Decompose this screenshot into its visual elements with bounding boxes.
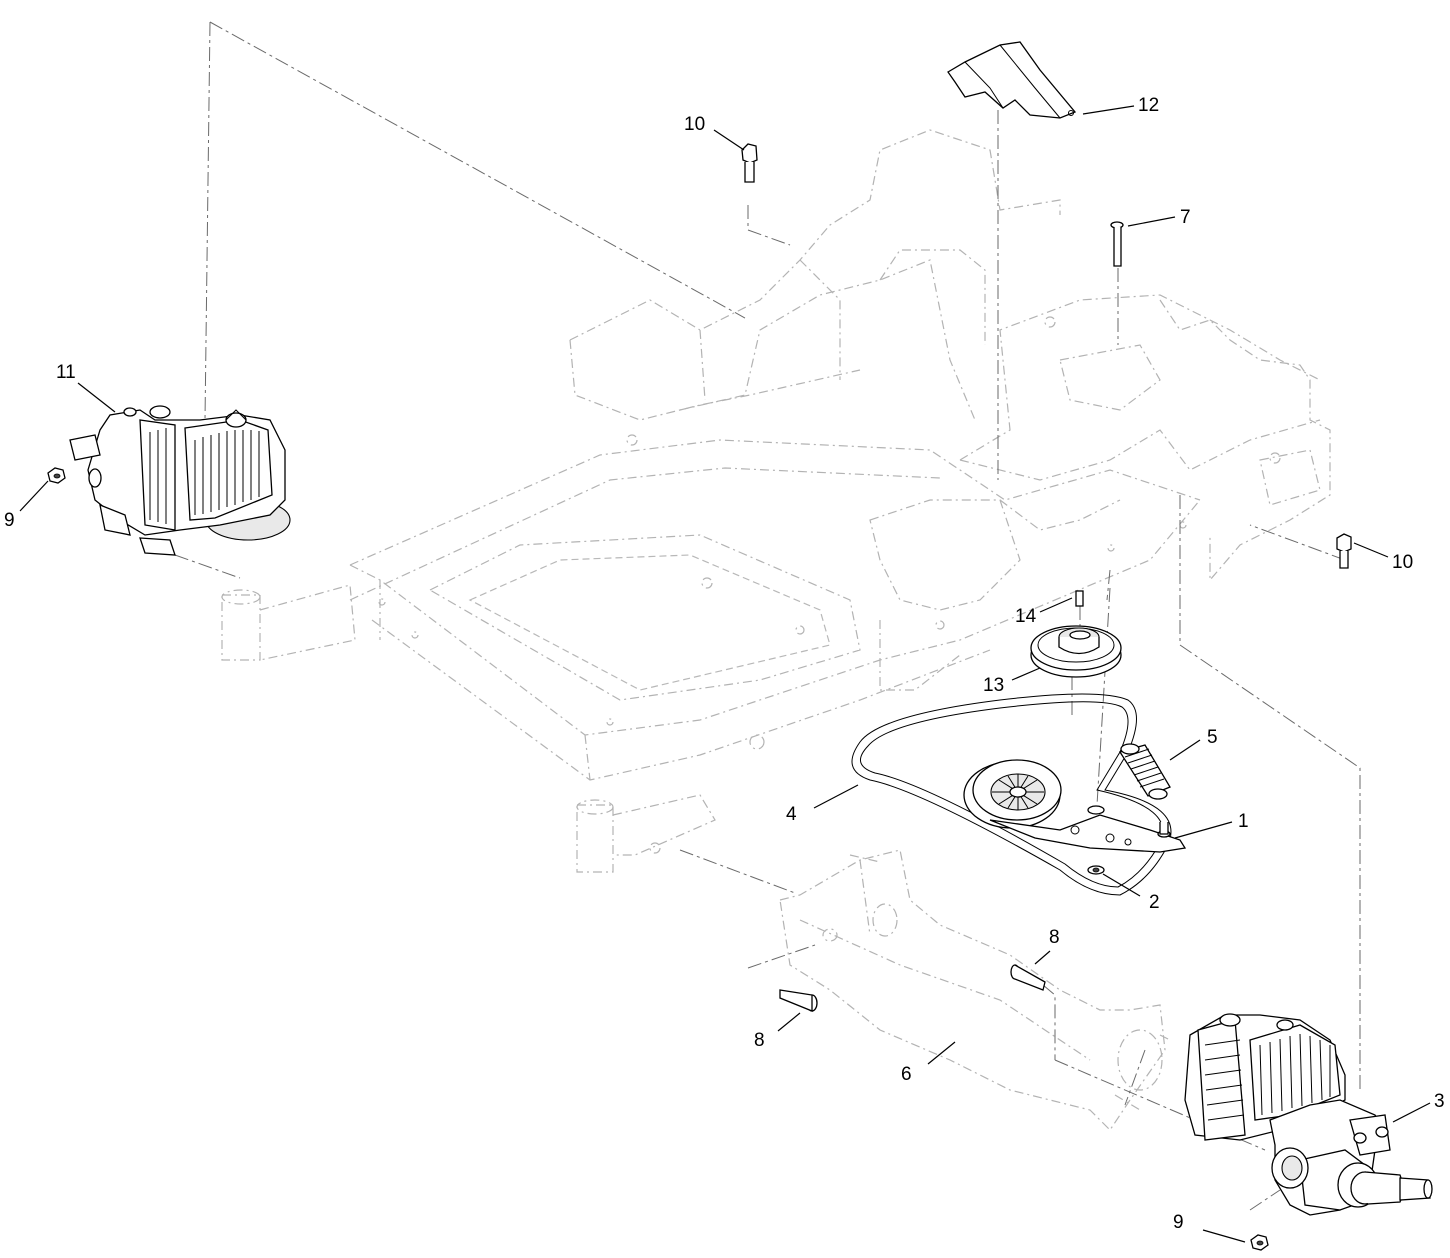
leader-lines [19,105,1431,1243]
callout-2: 2 [1149,892,1160,913]
part-1-idler-arm [963,759,1187,853]
part-9-nut-left [47,467,66,484]
callout-9-right: 9 [1173,1212,1184,1233]
part-14-key [1075,590,1084,607]
callout-1: 1 [1238,811,1249,832]
part-10-bolt-right [1336,533,1352,569]
callout-6: 6 [901,1064,912,1085]
part-12-bracket-plate [947,41,1077,119]
part-13-pulley [1030,625,1122,678]
part-8-pin-lower [779,989,818,1012]
part-8-pin-upper [1010,964,1046,991]
part-9-nut-right [1250,1234,1269,1251]
part-7-pin [1110,221,1124,267]
callout-8-lower: 8 [754,1030,765,1051]
callout-labels: 12 10 7 11 9 10 14 13 5 4 1 2 8 8 6 3 9 [4,95,1445,1233]
part-2-bolt [1087,865,1105,875]
part-10-bolt-top [741,143,758,183]
callout-10-top: 10 [684,114,705,135]
callout-5: 5 [1207,727,1218,748]
callout-8-upper: 8 [1049,927,1060,948]
part-5-spring [1118,743,1171,800]
callout-11: 11 [56,362,76,383]
part-3-right-transaxle [1184,1013,1433,1216]
callout-10-right: 10 [1392,552,1413,573]
callout-12: 12 [1138,95,1159,116]
main-frame-ghost [221,129,1331,873]
callout-9-left: 9 [4,510,15,531]
assembly-guide-lines [174,21,1361,1211]
part-6-cross-member [779,849,1171,1131]
part-11-left-transaxle [69,405,291,556]
callout-14: 14 [1015,606,1037,627]
callout-7: 7 [1180,207,1191,228]
callout-4: 4 [786,804,797,825]
callout-13: 13 [983,675,1004,696]
callout-3: 3 [1434,1091,1445,1112]
